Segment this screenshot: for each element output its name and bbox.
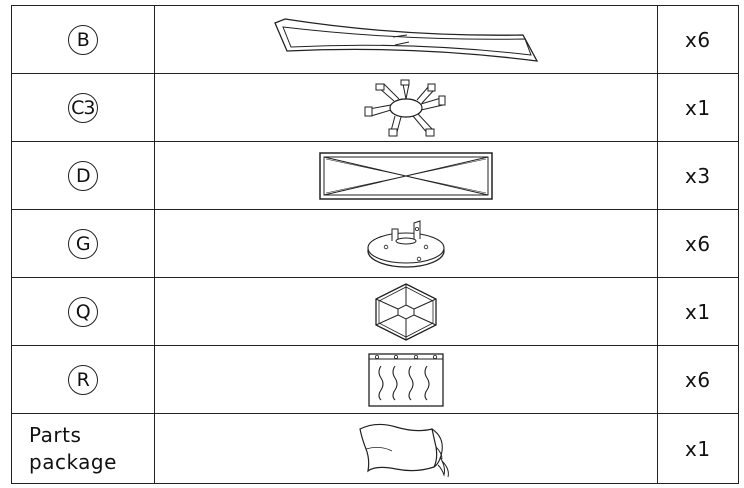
table-row: C3 [11, 73, 740, 142]
parts-table: B x6 C3 [11, 5, 740, 484]
part-diagram-cell [153, 5, 658, 74]
part-diagram-cell [153, 141, 658, 210]
part-quantity: x6 [656, 209, 740, 278]
part-label-badge: C3 [67, 92, 98, 123]
part-label-cell: D [11, 141, 155, 210]
part-quantity: x3 [656, 141, 740, 210]
crossed-panel-icon [318, 151, 493, 200]
part-quantity: x6 [656, 5, 740, 74]
base-plate-icon [366, 219, 445, 268]
part-quantity: x1 [656, 413, 740, 484]
part-label-badge: D [67, 160, 98, 191]
table-row: R x6 [11, 345, 740, 414]
part-diagram-cell [153, 345, 658, 414]
part-diagram-cell [153, 209, 658, 278]
part-label-cell: Parts package [11, 413, 155, 484]
part-label-cell: G [11, 209, 155, 278]
part-label-badge: Q [67, 296, 98, 327]
part-label-cell: B [11, 5, 155, 74]
hexagon-roof-icon [374, 282, 437, 341]
curved-beam-icon [273, 17, 538, 62]
part-label-badge: B [67, 24, 98, 55]
parts-bag-icon [358, 423, 449, 477]
table-row: Parts package x1 [11, 413, 740, 484]
part-quantity: x1 [656, 73, 740, 142]
part-label-cell: C3 [11, 73, 155, 142]
table-row: B x6 [11, 5, 740, 74]
part-label-line1: Parts [29, 422, 82, 447]
table-row: D x3 [11, 141, 740, 210]
part-label-line2: package [29, 449, 117, 474]
hub-connector-icon [364, 79, 446, 136]
side-curtain-icon [367, 352, 444, 407]
part-label-cell: R [11, 345, 155, 414]
table-row: G x6 [11, 209, 740, 278]
part-diagram-cell [153, 413, 658, 484]
part-label-badge: R [67, 364, 98, 395]
table-row: Q x1 [11, 277, 740, 346]
part-diagram-cell [153, 73, 658, 142]
part-label-cell: Q [11, 277, 155, 346]
part-quantity: x6 [656, 345, 740, 414]
part-label-badge: G [67, 228, 98, 259]
part-quantity: x1 [656, 277, 740, 346]
part-diagram-cell [153, 277, 658, 346]
